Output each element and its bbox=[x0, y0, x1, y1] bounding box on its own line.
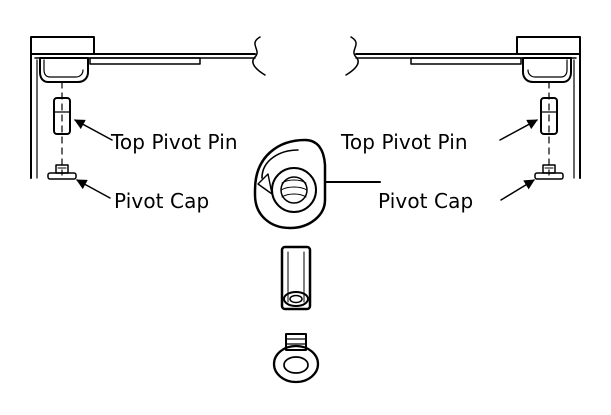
right-bracket-inner bbox=[527, 59, 568, 78]
center-cap-threaded-post bbox=[285, 333, 307, 351]
center-thread-2 bbox=[280, 186, 308, 191]
center-pin bbox=[280, 245, 312, 311]
center-cap-head-inner bbox=[283, 356, 309, 374]
right-cap-arrow bbox=[500, 179, 535, 201]
center-cap-head-outer bbox=[272, 344, 320, 384]
right-pivot-cap bbox=[534, 164, 564, 180]
center-threaded-hole-inner bbox=[280, 176, 308, 204]
left-break-curve bbox=[252, 36, 266, 76]
center-thread-3 bbox=[281, 193, 307, 198]
left-pivot-cap-label: Pivot Cap bbox=[114, 189, 210, 213]
right-pin-body bbox=[540, 97, 558, 135]
right-break-curve bbox=[345, 36, 359, 76]
center-pivot-block bbox=[253, 138, 381, 230]
left-glass-bar bbox=[89, 57, 201, 65]
center-threaded-hole-outer bbox=[271, 167, 317, 213]
right-top-pivot-pin-label: Top Pivot Pin bbox=[341, 130, 468, 154]
left-pivot-cap bbox=[47, 164, 77, 180]
left-door-top-plate bbox=[30, 36, 95, 55]
center-pin-bottom-hole bbox=[289, 294, 303, 304]
left-door-assembly bbox=[30, 36, 266, 179]
center-block-tab bbox=[257, 173, 273, 195]
center-block-body bbox=[253, 138, 327, 230]
left-pin-arrow bbox=[74, 119, 113, 141]
right-pivot-bracket bbox=[522, 57, 572, 83]
right-door-top-plate bbox=[516, 36, 581, 55]
left-cap-base bbox=[47, 172, 77, 180]
left-bracket-inner bbox=[43, 59, 84, 78]
left-pivot-bracket bbox=[39, 57, 89, 83]
left-cap-arrow bbox=[76, 179, 111, 199]
right-cap-base bbox=[534, 172, 564, 180]
right-pivot-cap-label: Pivot Cap bbox=[378, 189, 474, 213]
center-thread-1 bbox=[281, 179, 307, 184]
center-pin-body bbox=[280, 245, 312, 311]
right-door-assembly bbox=[345, 36, 581, 179]
right-pin-arrow bbox=[499, 119, 538, 141]
left-pin-body bbox=[53, 97, 71, 135]
left-top-pivot-pin bbox=[53, 97, 71, 135]
right-top-pivot-pin bbox=[540, 97, 558, 135]
right-glass-bar bbox=[410, 57, 522, 65]
left-top-pivot-pin-label: Top Pivot Pin bbox=[111, 130, 238, 154]
center-block-side bbox=[261, 149, 299, 179]
center-cap bbox=[272, 333, 320, 384]
center-pin-bottom-ring bbox=[283, 291, 309, 307]
